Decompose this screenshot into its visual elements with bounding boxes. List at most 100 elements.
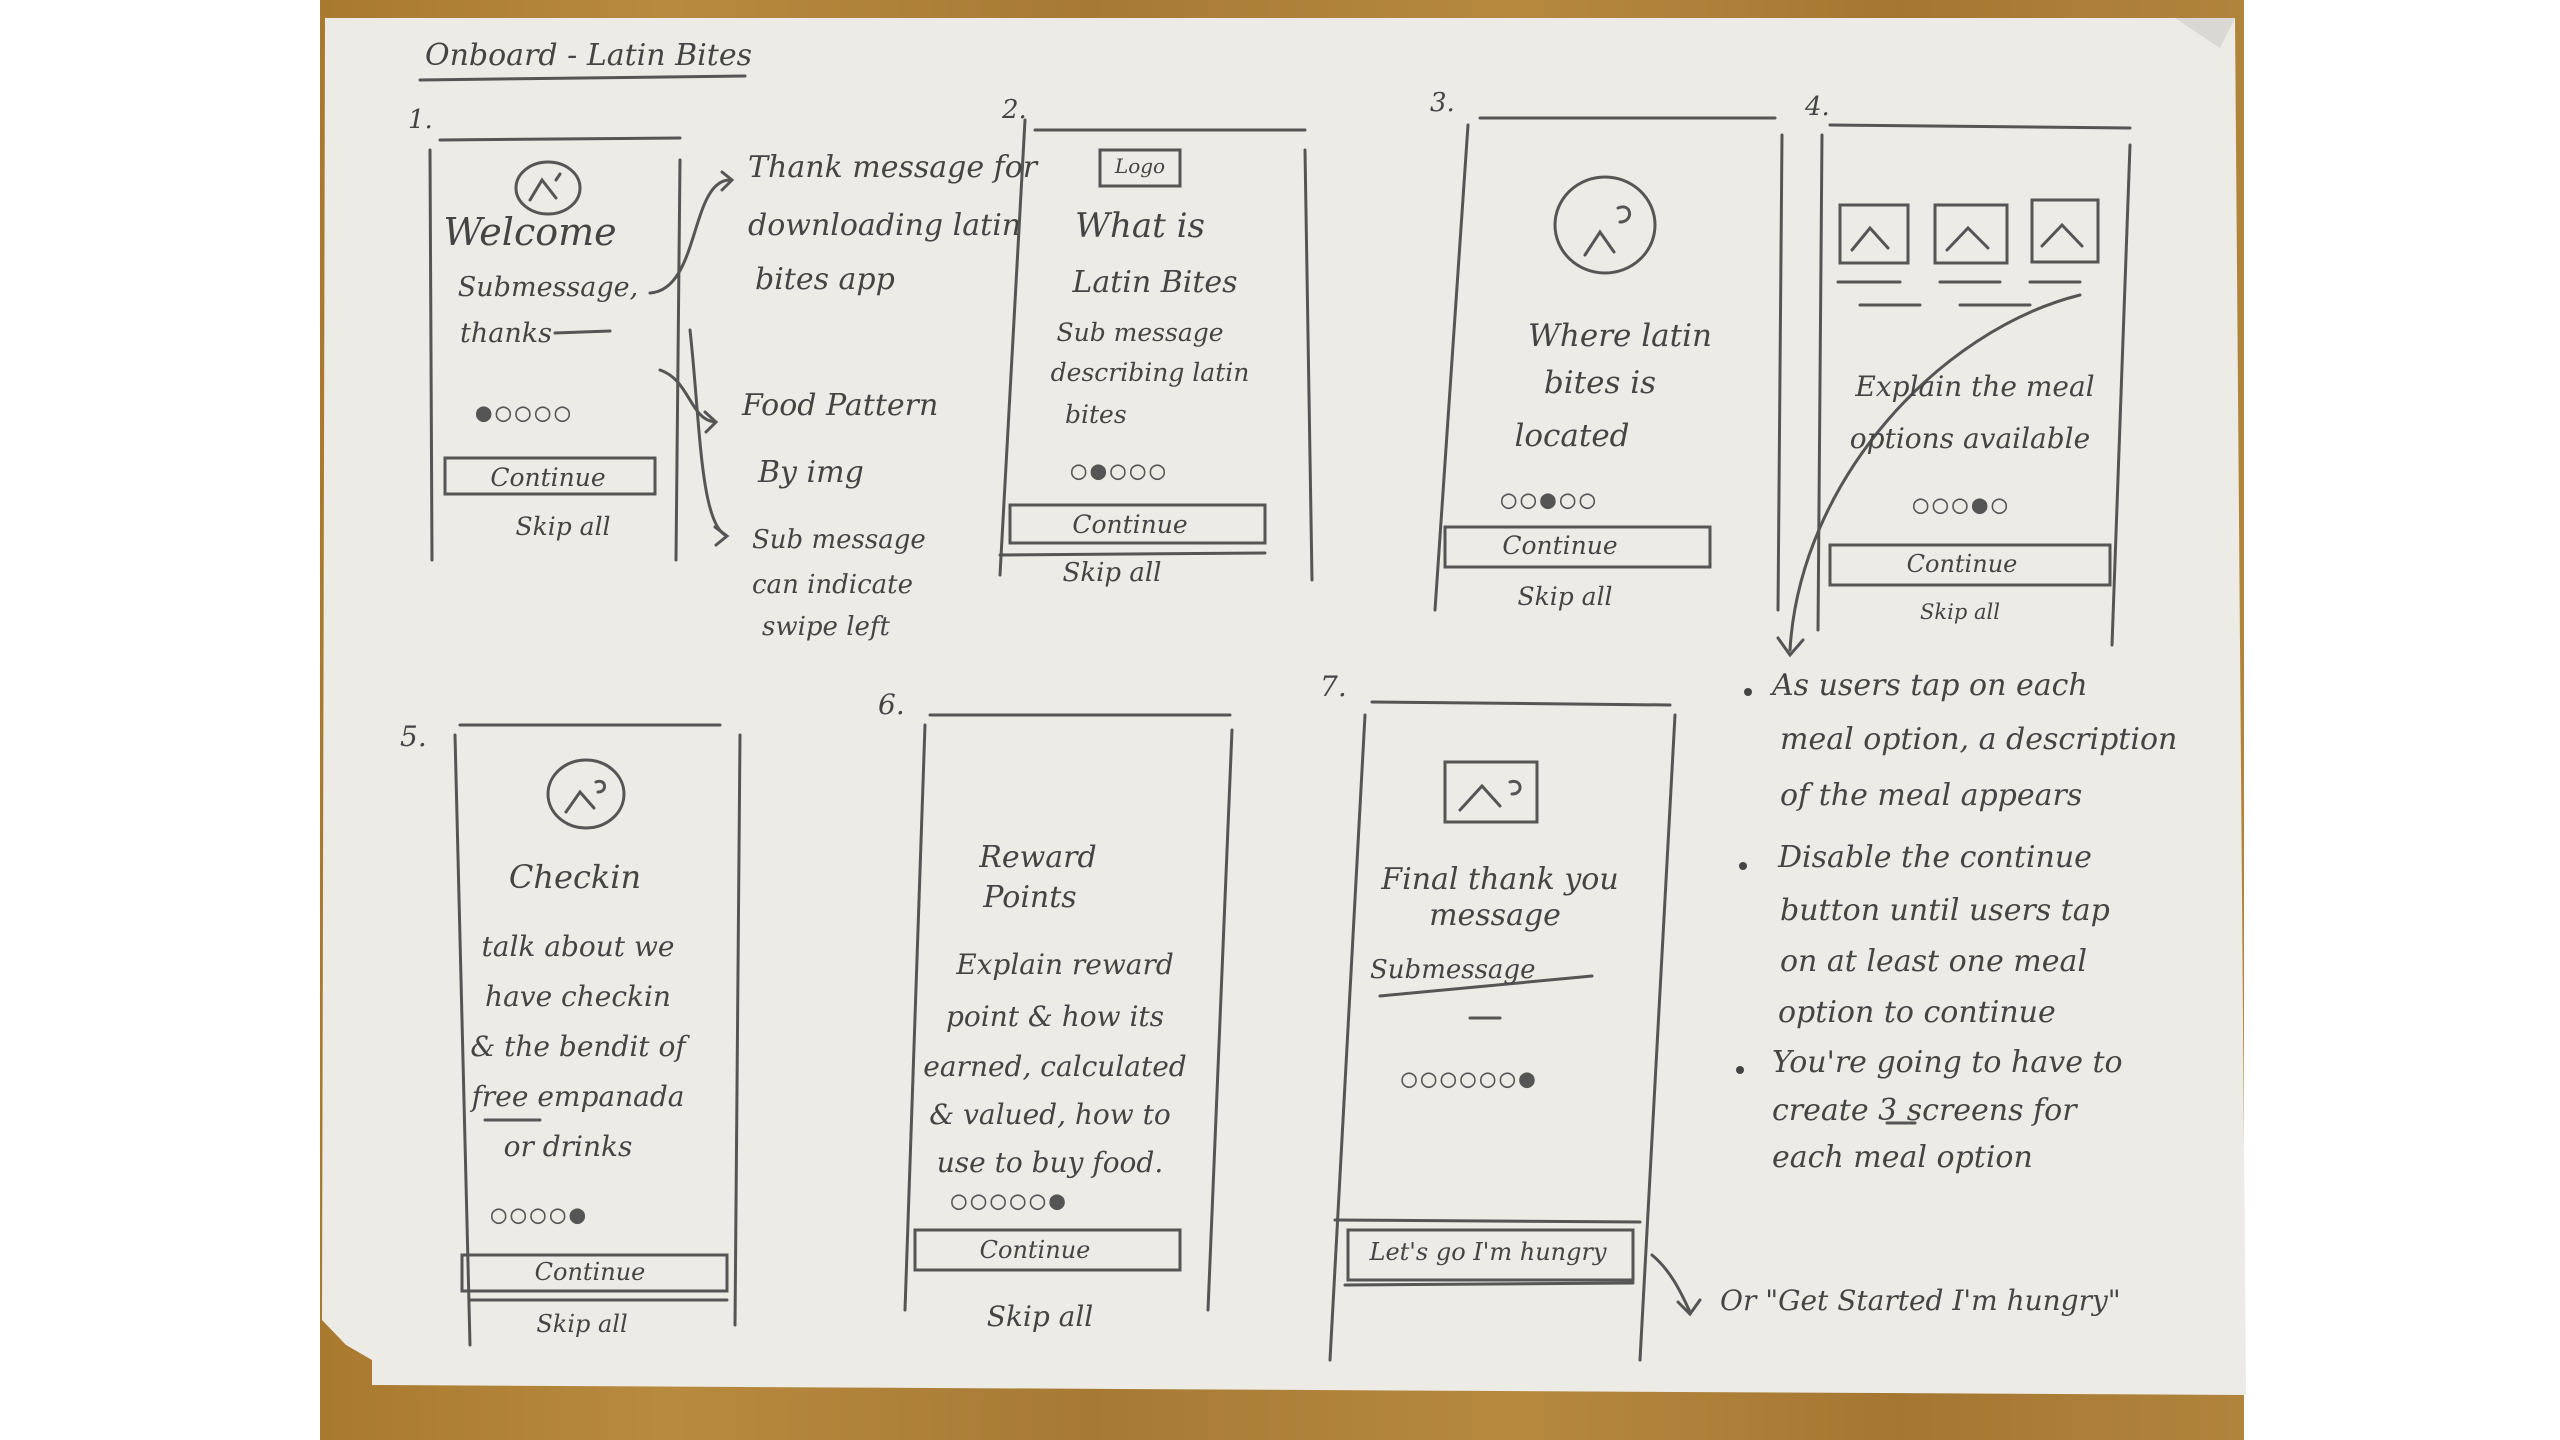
screen5-logo-icon [546, 758, 626, 830]
bullet1-line1: As users tap on each [1772, 668, 2088, 703]
screen5-text1: talk about we [481, 930, 675, 963]
screen6-text2: point & how its [945, 1000, 1165, 1033]
arrow-get-started [1650, 1253, 1692, 1314]
arrow-meal-notes [1788, 293, 2082, 652]
screen2-title2: Latin Bites [1072, 265, 1238, 300]
screen6-text3: earned, calculated [923, 1050, 1187, 1083]
bullet2-line3: on at least one meal [1780, 944, 2087, 979]
screen1-number: 1. [408, 105, 433, 135]
meal-image-1 [1838, 203, 1910, 265]
screen7-hungry-button[interactable]: Let's go I'm hungry [1369, 1238, 1607, 1266]
screen3-continue-button[interactable]: Continue [1502, 531, 1618, 560]
bullet1-line3: of the meal appears [1780, 778, 2083, 813]
bullet2-line1: Disable the continue [1778, 840, 2092, 875]
note-swipe-3: swipe left [762, 612, 890, 642]
screen1-pagination: ●○○○○ [475, 398, 575, 428]
screen6-text1: Explain reward [956, 948, 1174, 981]
screen3-title1: Where latin [1528, 318, 1712, 354]
note-get-started: Or "Get Started I'm hungry" [1720, 1284, 2121, 1317]
screen7-sub: Submessage [1370, 955, 1536, 985]
screen6-title1: Reward [979, 840, 1097, 875]
screen6-title2: Points [983, 880, 1077, 915]
bullet3-line3: each meal option [1772, 1140, 2033, 1175]
screen6-continue-button[interactable]: Continue [979, 1236, 1091, 1264]
screen3-pagination: ○○●○○ [1500, 485, 1600, 515]
screen5-pagination: ○○○○● [490, 1200, 590, 1230]
screen2-title1: What is [1075, 206, 1205, 246]
screen1-sub1: Submessage, [457, 272, 639, 303]
screen6-continue-outline [913, 1228, 1182, 1272]
screen2-skip-link[interactable]: Skip all [1062, 558, 1162, 588]
screen2-logo: Logo [1114, 154, 1166, 178]
screen1-title: Welcome [443, 210, 617, 254]
screen4-continue-button[interactable]: Continue [1906, 550, 2018, 578]
screen2-pagination: ○●○○○ [1070, 456, 1170, 486]
screen5-continue-outline [460, 1253, 729, 1293]
screen3-continue-outline [1443, 525, 1712, 569]
page-title: Onboard - Latin Bites [425, 38, 752, 73]
screen5-text2: have checkin [485, 980, 671, 1013]
screen1-sub2: thanks [460, 318, 552, 349]
screen1-logo-icon [514, 160, 582, 216]
screen4-text2: options available [1849, 422, 2091, 455]
screen4-text1: Explain the meal [1855, 370, 2095, 403]
screen3-number: 3. [1430, 88, 1455, 118]
screen7-number: 7. [1320, 670, 1347, 703]
paper-sheet [322, 18, 2246, 1395]
screen7-title1: Final thank you [1381, 862, 1619, 897]
screen3-title2: bites is [1543, 365, 1657, 401]
screen6-text4: & valued, how to [929, 1098, 1171, 1131]
screen1-skip-link[interactable]: Skip all [515, 512, 611, 541]
note-swipe-1: Sub message [752, 525, 926, 555]
screen3-title3: located [1514, 418, 1630, 454]
screen1-continue-button[interactable]: Continue [490, 463, 606, 492]
screen5-text3: & the bendit of [470, 1030, 686, 1063]
bullet1-line2: meal option, a description [1780, 722, 2178, 757]
screen6-text5: use to buy food. [936, 1146, 1164, 1179]
screen4-pagination: ○○○●○ [1912, 490, 2012, 520]
bullet-dot-2 [1739, 862, 1747, 870]
screen5-title: Checkin [508, 858, 642, 896]
note-swipe-2: can indicate [752, 570, 913, 600]
screen2-logo-box [1098, 148, 1182, 188]
screen2-sub3: bites [1065, 400, 1127, 429]
screen6-number: 6. [878, 688, 905, 721]
bullet-dot-3 [1736, 1066, 1744, 1074]
screen6-pagination: ○○○○○● [951, 1186, 1069, 1216]
bullet3-line2: create 3 screens for [1772, 1093, 2077, 1128]
screen2-continue-button[interactable]: Continue [1072, 510, 1188, 539]
bullet3-line1: You're going to have to [1772, 1045, 2123, 1080]
meal-image-3 [2030, 198, 2100, 264]
screen3-skip-link[interactable]: Skip all [1517, 582, 1613, 611]
note-thank-2: downloading latin [748, 208, 1022, 243]
screen7-image-box [1443, 760, 1539, 824]
title-underline [418, 74, 747, 82]
arrow-thank [648, 178, 732, 295]
screen5-text5: or drinks [503, 1130, 633, 1163]
arrow-swipe [688, 328, 727, 537]
screen4-skip-link[interactable]: Skip all [1920, 600, 2000, 624]
screen5-skip-link[interactable]: Skip all [536, 1310, 628, 1338]
bullet2-line2: button until users tap [1780, 893, 2110, 928]
screen5-continue-button[interactable]: Continue [534, 1258, 646, 1286]
screen7-title2: message [1429, 898, 1561, 933]
note-thank-1: Thank message for [748, 150, 1038, 185]
screen4-number: 4. [1805, 92, 1830, 122]
note-thank-3: bites app [755, 262, 895, 297]
screen2-sub2: describing latin [1050, 358, 1250, 387]
screen3-logo-icon [1553, 175, 1657, 275]
screen6-skip-link[interactable]: Skip all [986, 1300, 1094, 1333]
meal-image-2 [1933, 203, 2009, 265]
note-food-2: By img [758, 455, 864, 490]
bullet-dot-1 [1744, 688, 1752, 696]
screen1-continue-outline [443, 456, 657, 496]
screen5-number: 5. [400, 720, 427, 753]
screen2-sub1: Sub message [1056, 318, 1224, 347]
screen4-continue-outline [1828, 543, 2112, 587]
note-food-1: Food Pattern [742, 388, 939, 423]
screen2-continue-outline [1008, 503, 1267, 545]
screen7-pagination: ○○○○○○● [1401, 1064, 1539, 1094]
screen5-text4: free empanada [471, 1080, 685, 1113]
